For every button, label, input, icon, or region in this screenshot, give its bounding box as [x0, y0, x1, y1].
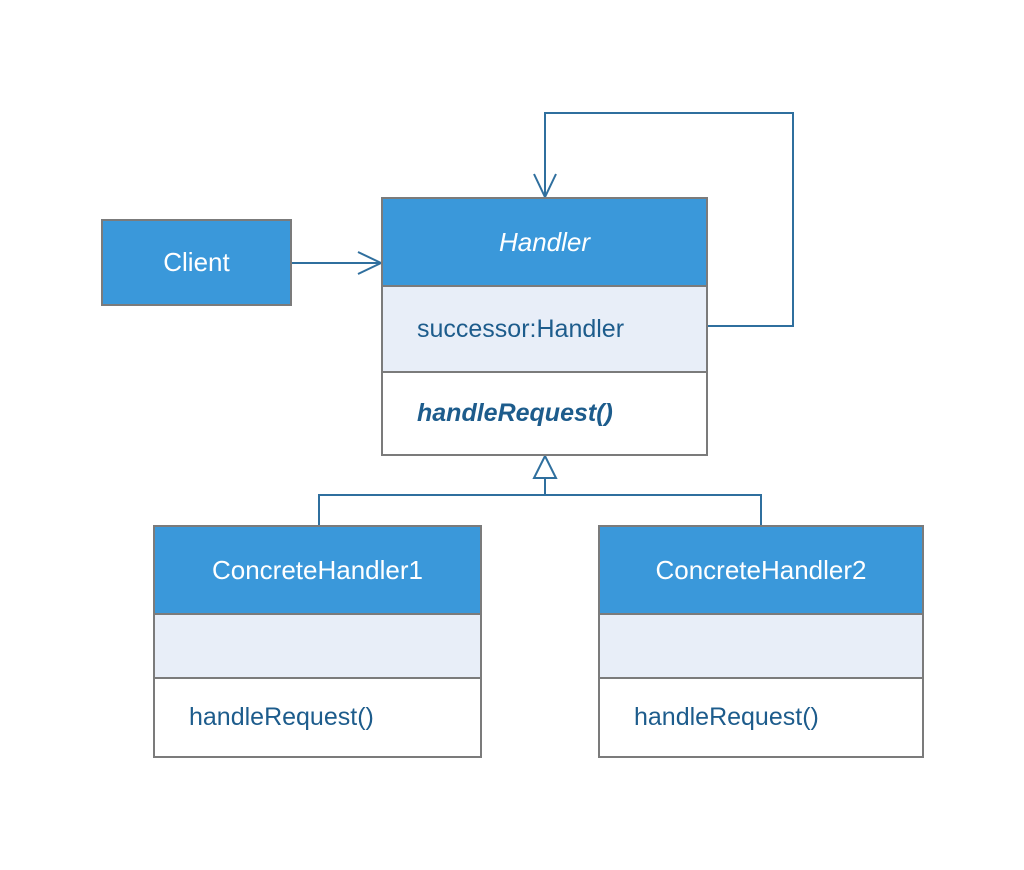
- generalization-triangle: [532, 453, 558, 479]
- handler-class-box[interactable]: Handler successor:Handler handleRequest(…: [381, 197, 708, 456]
- handler-method: handleRequest(): [383, 371, 706, 454]
- client-class-name: Client: [103, 221, 290, 304]
- concrete-handler-2-method: handleRequest(): [600, 677, 922, 756]
- concrete-handler-2-attributes: [600, 613, 922, 677]
- concrete-handler-1-name: ConcreteHandler1: [155, 527, 480, 613]
- successor-self-loop-line: [544, 112, 794, 327]
- concrete-handler-1-box[interactable]: ConcreteHandler1 handleRequest(): [153, 525, 482, 758]
- concrete-handler-1-attributes: [155, 613, 480, 677]
- handler-attribute: successor:Handler: [383, 285, 706, 371]
- client-class-box[interactable]: Client: [101, 219, 292, 306]
- concrete-handler-2-name: ConcreteHandler2: [600, 527, 922, 613]
- concrete-handler-1-method: handleRequest(): [155, 677, 480, 756]
- handler-class-name: Handler: [383, 199, 706, 285]
- generalization-tree-line: [318, 478, 762, 525]
- concrete-handler-2-box[interactable]: ConcreteHandler2 handleRequest(): [598, 525, 924, 758]
